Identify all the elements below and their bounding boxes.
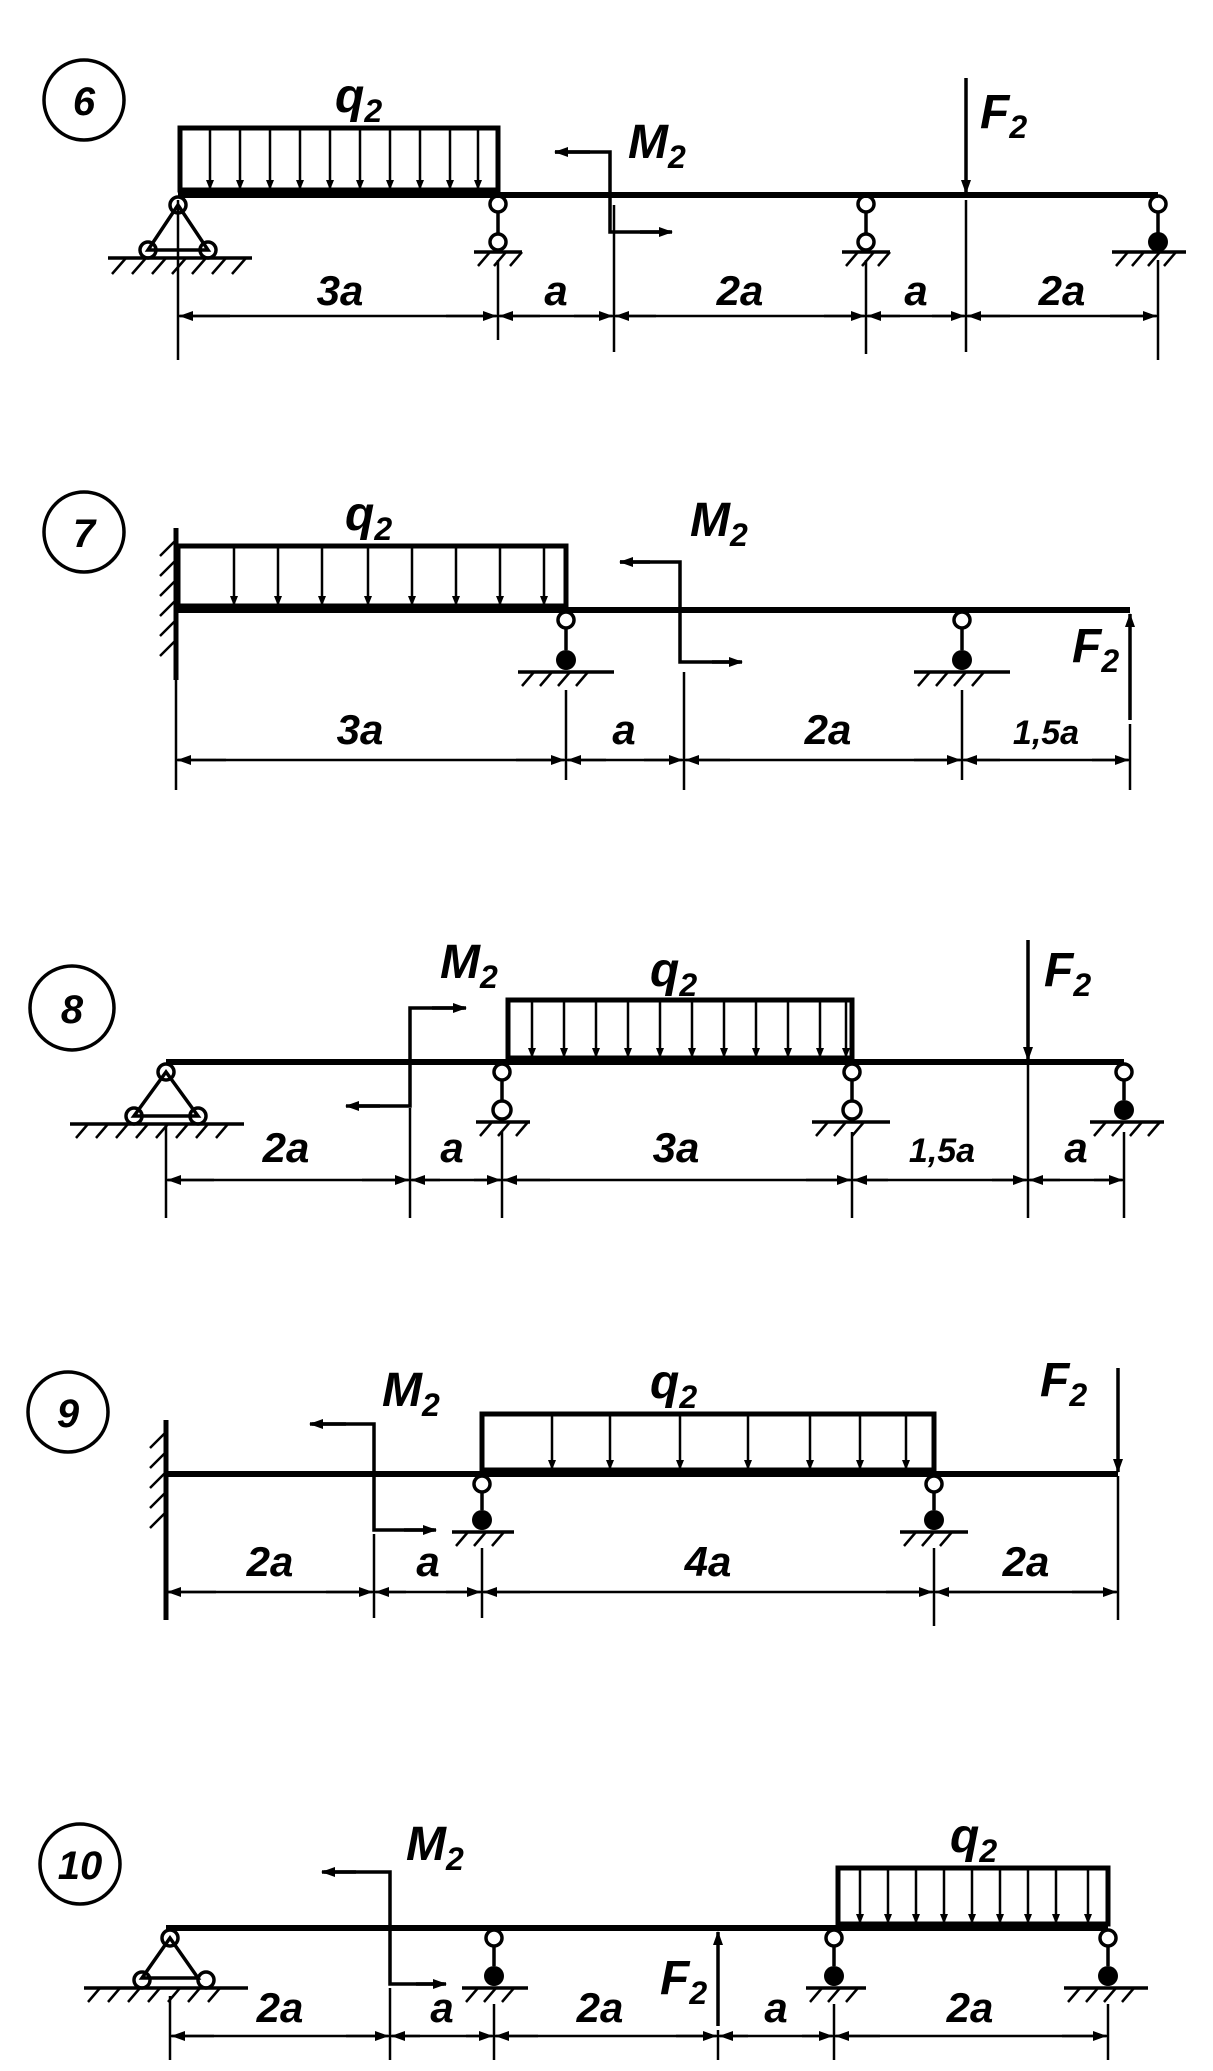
problem-number: 8 <box>61 988 84 1032</box>
moment-label-m: M2 <box>382 1364 440 1423</box>
dimension-label: 4a <box>684 1538 732 1585</box>
dimension-label: 2a <box>716 267 764 314</box>
dimension-label: 2a <box>804 706 852 753</box>
force-label-f: F2 <box>1072 620 1119 679</box>
moment-m <box>345 1003 467 1111</box>
moment-m <box>554 147 673 237</box>
problem-number-circle <box>42 58 126 142</box>
roller-support <box>914 610 1010 687</box>
force-label-f: F2 <box>1044 944 1091 1003</box>
dimension-label: a <box>904 267 927 314</box>
moment-m <box>309 1419 437 1535</box>
problem-number: 7 <box>73 512 97 556</box>
fixed-wall-support <box>159 528 179 680</box>
force-label-f: F2 <box>980 86 1027 145</box>
dimension-label: a <box>764 1984 787 2031</box>
roller-support <box>452 1474 514 1547</box>
dimension-label: a <box>1064 1124 1087 1171</box>
force-label-f: F2 <box>660 1952 707 2011</box>
roller-support <box>518 610 614 687</box>
distributed-load <box>177 125 501 193</box>
moment-m <box>321 1867 447 1989</box>
dimension-line <box>168 1988 1110 2060</box>
roller-support <box>1112 194 1186 267</box>
dimension-label: 2a <box>946 1984 994 2031</box>
dimension-label: a <box>430 1984 453 2031</box>
dimension-label: 2a <box>1002 1538 1050 1585</box>
pin-support <box>108 195 252 275</box>
dimension-label: 3a <box>337 706 384 753</box>
distributed-load <box>505 997 855 1061</box>
dimension-label: 2a <box>1038 267 1086 314</box>
moment-label-m: M2 <box>690 494 748 553</box>
roller-support <box>812 1062 890 1137</box>
roller-support <box>476 1062 530 1137</box>
problem-6: 6 q2 M2 F2 <box>42 58 1186 360</box>
roller-support <box>900 1474 968 1547</box>
dimension-label: 2a <box>256 1984 304 2031</box>
dimension-label: 2a <box>262 1124 310 1171</box>
load-label-q: q2 <box>950 1810 997 1869</box>
load-label-q: q2 <box>335 70 382 129</box>
pin-support <box>84 1928 248 2003</box>
dimension-label: a <box>416 1538 439 1585</box>
moment-label-m: M2 <box>628 116 686 175</box>
problem-number: 10 <box>58 1844 103 1888</box>
dimension-label: a <box>440 1124 463 1171</box>
problem-9: 9 q2 M2 F2 <box>26 1354 1123 1626</box>
problem-number-circle <box>26 1370 110 1454</box>
problem-7: 7 q2 M2 F2 <box>42 488 1135 790</box>
moment-label-m: M2 <box>440 936 498 995</box>
problem-number-circle <box>28 964 116 1052</box>
dimension-label: 3a <box>653 1124 700 1171</box>
dimension-label: 2a <box>576 1984 624 2031</box>
distributed-load <box>835 1865 1111 1927</box>
problem-number-circle <box>38 1822 122 1906</box>
problem-number: 6 <box>73 80 96 124</box>
load-label-q: q2 <box>650 1356 697 1415</box>
problem-number: 9 <box>57 1392 80 1436</box>
dimension-label: 1,5a <box>909 1132 975 1170</box>
problem-10: 10 q2 M2 F2 <box>38 1810 1148 2060</box>
fixed-wall-support <box>149 1420 169 1620</box>
dimension-label: 2a <box>246 1538 294 1585</box>
distributed-load <box>175 543 569 609</box>
dimension-label: 1,5a <box>1013 714 1079 752</box>
load-label-q: q2 <box>345 488 392 547</box>
roller-support <box>474 194 523 267</box>
roller-support <box>462 1928 528 2003</box>
load-label-q: q2 <box>650 944 697 1003</box>
dimension-label: 3a <box>317 267 364 314</box>
problem-number-circle <box>42 490 126 574</box>
dimension-line <box>166 1476 1120 1626</box>
roller-support <box>1090 1062 1164 1137</box>
pin-support <box>70 1062 244 1139</box>
roller-support <box>806 1928 866 2003</box>
moment-label-m: M2 <box>406 1818 464 1877</box>
roller-support <box>842 194 891 267</box>
moment-m <box>619 557 743 667</box>
distributed-load <box>479 1411 937 1473</box>
dimension-label: a <box>544 267 567 314</box>
roller-support <box>1064 1928 1148 2003</box>
dimension-label: a <box>612 706 635 753</box>
problem-8: 8 q2 M2 F2 <box>28 936 1164 1218</box>
dimension-line <box>164 1064 1126 1218</box>
force-label-f: F2 <box>1040 1354 1087 1413</box>
dimension-line <box>174 672 1132 790</box>
dimension-line <box>176 200 1160 360</box>
